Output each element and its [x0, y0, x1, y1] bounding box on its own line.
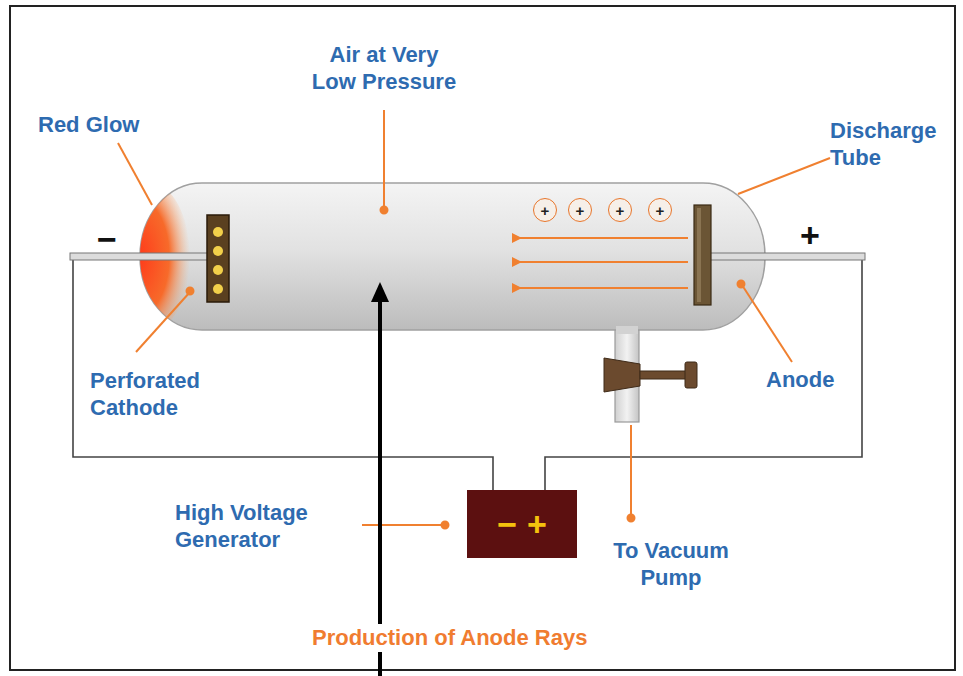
anode-highlight: [697, 208, 701, 302]
tube-joint: [616, 326, 638, 334]
glass-tube: [140, 183, 765, 330]
leader-line: [362, 524, 444, 526]
electrode-rod: [70, 253, 213, 260]
generator-box: −+: [467, 490, 577, 558]
caption: Production of Anode Rays: [308, 624, 591, 652]
leader-dot: [738, 281, 745, 288]
anode-plate: [694, 205, 711, 305]
perforation: [213, 246, 223, 256]
pointer-arrowhead: [371, 282, 389, 302]
ray-arrow: [520, 261, 688, 263]
perforation: [213, 265, 223, 275]
ion-sign: +: [541, 203, 550, 218]
part-label: Anode: [766, 367, 834, 394]
ion-circle: +: [608, 198, 632, 222]
leader-dot: [187, 288, 194, 295]
polarity-sign: −: [97, 222, 117, 256]
terminal-sign: −: [497, 507, 517, 541]
leader-line: [383, 110, 385, 209]
leader-line: [118, 143, 152, 205]
stopcock: [604, 358, 640, 392]
perforated-cathode: [207, 215, 229, 302]
ion-circle: +: [568, 198, 592, 222]
ion-sign: +: [616, 203, 625, 218]
leader-line: [738, 158, 830, 194]
part-label: Discharge Tube: [830, 118, 955, 172]
ion-sign: +: [656, 203, 665, 218]
leader-line: [630, 425, 632, 517]
stopcock-knob: [685, 362, 697, 388]
leader-dot: [628, 515, 635, 522]
part-label: Perforated Cathode: [90, 368, 230, 422]
leader-line: [136, 292, 190, 352]
part-label: Red Glow: [38, 112, 139, 139]
ion-sign: +: [576, 203, 585, 218]
ion-circle: +: [533, 198, 557, 222]
electrode-rod: [710, 253, 865, 260]
perforation: [213, 284, 223, 294]
part-label: Air at Very Low Pressure: [309, 42, 459, 96]
terminal-sign: +: [527, 507, 547, 541]
ray-arrow: [520, 237, 688, 239]
leader-dot: [442, 522, 449, 529]
pointer-arrow: [378, 298, 382, 676]
ray-arrow: [520, 287, 688, 289]
stopcock-handle: [640, 371, 686, 379]
part-label: High Voltage Generator: [175, 500, 355, 554]
leader-dot: [381, 207, 388, 214]
frame: [10, 6, 955, 670]
part-label: To Vacuum Pump: [596, 538, 746, 592]
perforation: [213, 227, 223, 237]
ion-circle: +: [648, 198, 672, 222]
polarity-sign: +: [800, 218, 820, 252]
leader-line: [742, 285, 792, 362]
